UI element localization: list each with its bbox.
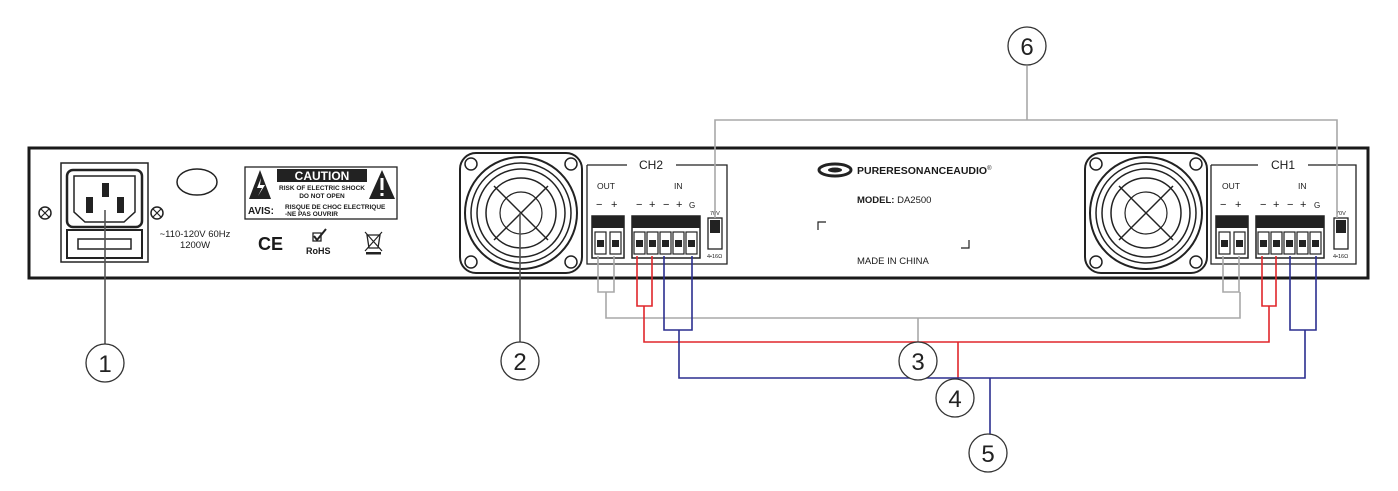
- ch2-out-label: OUT: [597, 181, 615, 191]
- callout-4: 4: [935, 378, 975, 418]
- screw-icon: [1189, 157, 1203, 171]
- power-watts: 1200W: [180, 240, 210, 251]
- label-area-corner: [961, 240, 970, 249]
- ch2-ground-label: G: [689, 201, 695, 210]
- ch1-out-plus: +: [1235, 199, 1241, 211]
- ch1-title: CH1: [1271, 158, 1295, 172]
- brand-logo-icon: [817, 162, 853, 178]
- callout-5: 5: [968, 433, 1008, 473]
- avis-label: AVIS:: [248, 206, 274, 217]
- ch1-out-minus: −: [1220, 199, 1226, 211]
- label-area-corner: [817, 221, 826, 230]
- screw-icon: [564, 255, 578, 269]
- screw-icon: [464, 255, 478, 269]
- screw-icon: [464, 157, 478, 171]
- ch1-in-minus: −: [1287, 199, 1293, 211]
- panel-hole: [176, 168, 218, 196]
- ch1-switch-70v-label: 70V: [1336, 211, 1346, 217]
- iec-pin-icon: [117, 197, 124, 213]
- callout-number: 1: [98, 351, 111, 378]
- caution-line2: DO NOT OPEN: [299, 193, 345, 200]
- fan-left: [459, 152, 583, 274]
- iec-pin-icon: [102, 183, 109, 197]
- ch2-in-minus: −: [636, 199, 642, 211]
- fan-right: [1084, 152, 1208, 274]
- callout-number: 3: [911, 349, 924, 376]
- callout-2: 2: [500, 341, 540, 381]
- callout-number: 5: [981, 441, 994, 468]
- screw-icon: [150, 206, 164, 220]
- callout-number: 2: [513, 349, 526, 376]
- brand-name: PURERESONANCEAUDIO®: [857, 165, 992, 177]
- caution-label: CAUTION RISK OF ELECTRIC SHOCK DO NOT OP…: [244, 166, 398, 220]
- ch1-switch-ohm-label: 4•16Ω: [1333, 254, 1348, 260]
- screw-icon: [1089, 157, 1103, 171]
- screw-icon: [564, 157, 578, 171]
- ch1-out-label: OUT: [1222, 181, 1240, 191]
- callout-1: 1: [85, 343, 125, 383]
- ch1-in-plus: +: [1273, 199, 1279, 211]
- positive-input-wiring: [636, 256, 1277, 381]
- output-wiring: [597, 256, 1241, 344]
- ch2-switch-ohm-label: 4•16Ω: [707, 254, 722, 260]
- model-label: MODEL: DA2500: [857, 195, 931, 206]
- ch2-in-minus: −: [663, 199, 669, 211]
- rohs-text: RoHS: [306, 246, 331, 256]
- negative-input-wiring: [663, 256, 1317, 435]
- ch1-in-plus: +: [1300, 199, 1306, 211]
- screw-icon: [1089, 255, 1103, 269]
- ce-mark-icon: CE: [258, 234, 283, 254]
- screw-icon: [38, 206, 52, 220]
- ch2-terminal-group: CH2 OUT IN − + − + − + G 70V 4•16Ω: [586, 158, 728, 265]
- ch2-out-plus: +: [611, 199, 617, 211]
- ch2-out-minus: −: [596, 199, 602, 211]
- ch2-in-plus: +: [676, 199, 682, 211]
- callout-6: 6: [1007, 26, 1047, 66]
- avis-line2: -NE PAS OUVRIR: [285, 211, 338, 218]
- callout-number: 6: [1020, 34, 1033, 61]
- power-inlet: [38, 162, 164, 263]
- avis-line1: RISQUE DE CHOC ELECTRIQUE: [285, 204, 386, 211]
- ch2-in-label: IN: [674, 181, 683, 191]
- made-in-label: MADE IN CHINA: [857, 256, 929, 267]
- brand-logo: PURERESONANCEAUDIO®: [817, 162, 992, 178]
- checkmark-icon: [312, 232, 322, 242]
- screw-icon: [1189, 255, 1203, 269]
- ch2-title: CH2: [639, 158, 663, 172]
- ch1-ground-label: G: [1314, 201, 1320, 210]
- ch1-terminal-group: CH1 OUT IN − + − + − + G 70V 4•16Ω: [1210, 158, 1357, 265]
- ch2-in-plus: +: [649, 199, 655, 211]
- ch1-in-minus: −: [1260, 199, 1266, 211]
- ch1-in-label: IN: [1298, 181, 1307, 191]
- caution-line1: RISK OF ELECTRIC SHOCK: [279, 185, 365, 192]
- switch-link-wiring: [714, 66, 1338, 218]
- weee-bin-icon: [364, 231, 383, 255]
- iec-pin-icon: [86, 197, 93, 213]
- callout-number: 4: [948, 386, 961, 413]
- callout-3: 3: [898, 341, 938, 381]
- rohs-mark: RoHS: [306, 228, 331, 256]
- power-rating: ~110-120V 60Hz: [160, 229, 231, 240]
- caution-title: CAUTION: [295, 169, 350, 183]
